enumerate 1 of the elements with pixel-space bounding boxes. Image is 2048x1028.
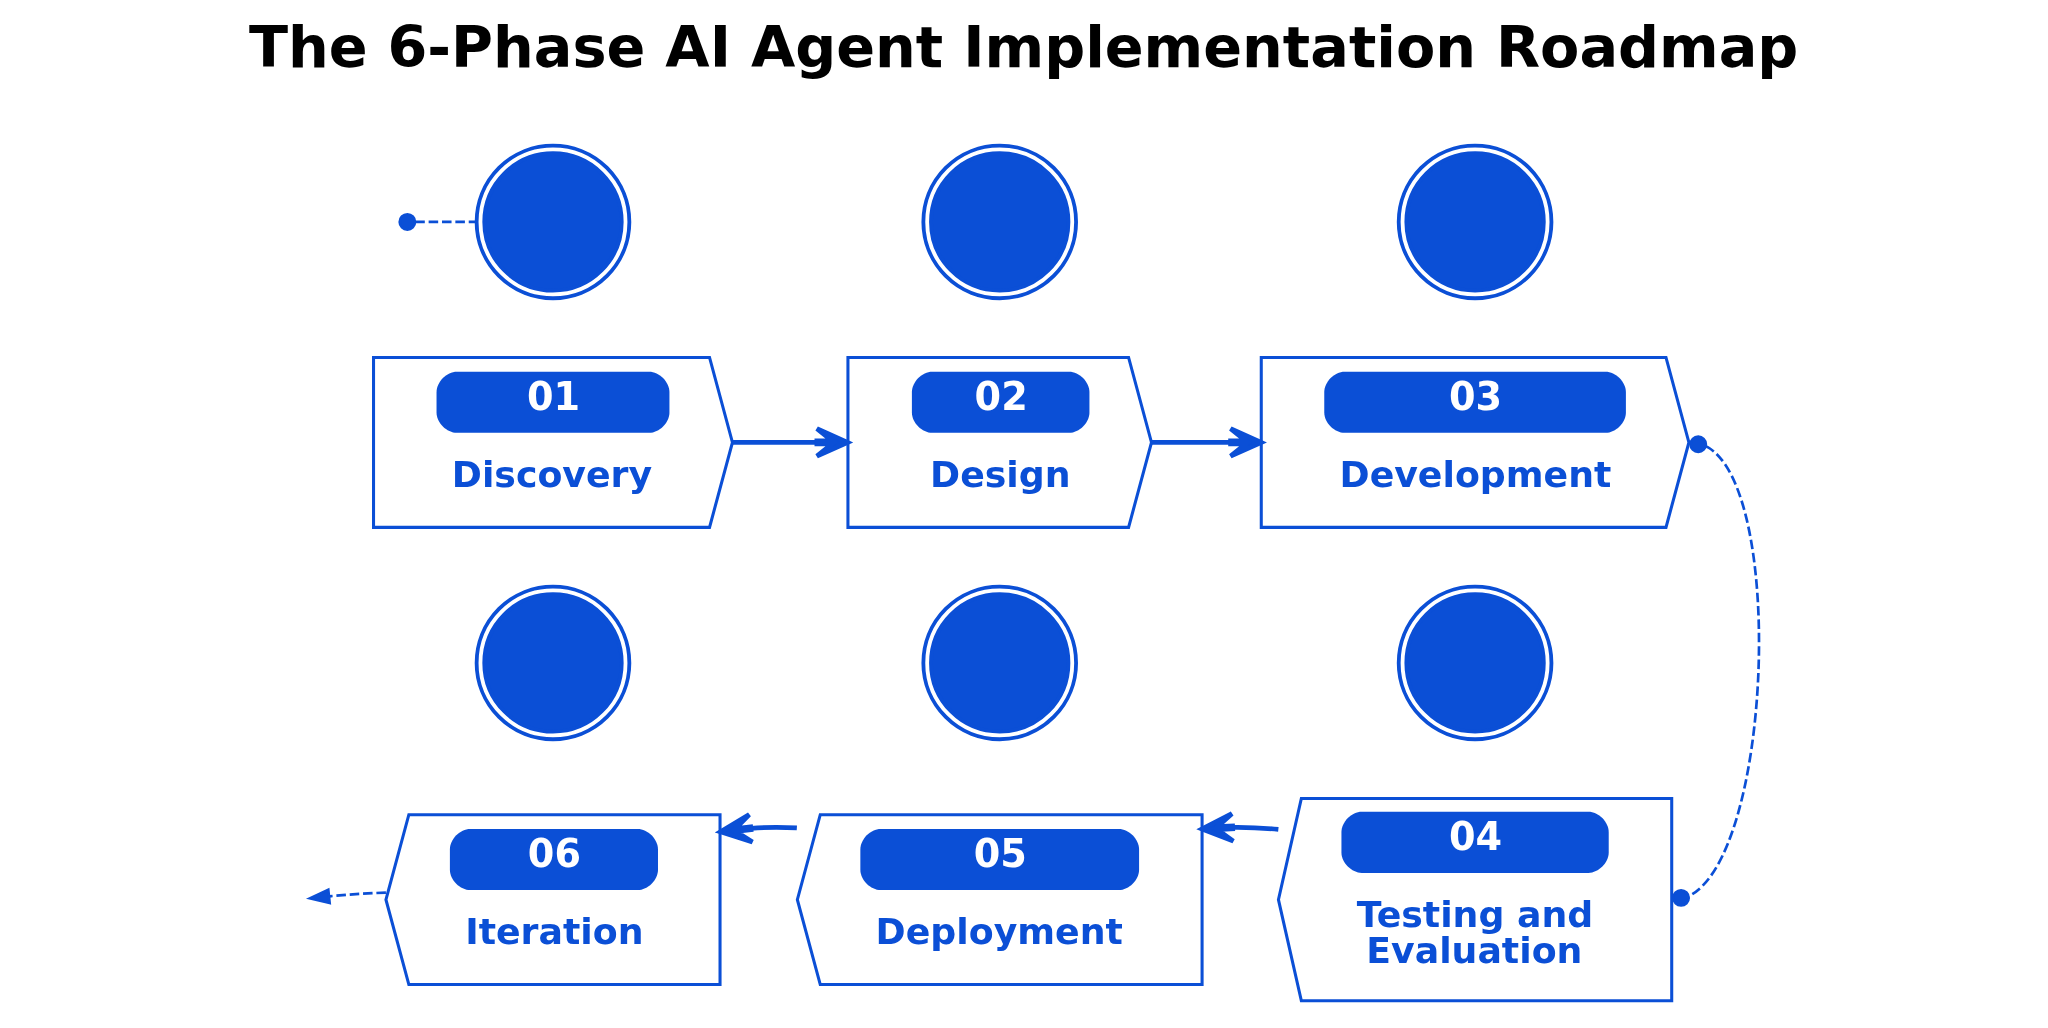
diagram-title: The 6-Phase AI Agent Implementation Roadmap — [248, 14, 1799, 82]
